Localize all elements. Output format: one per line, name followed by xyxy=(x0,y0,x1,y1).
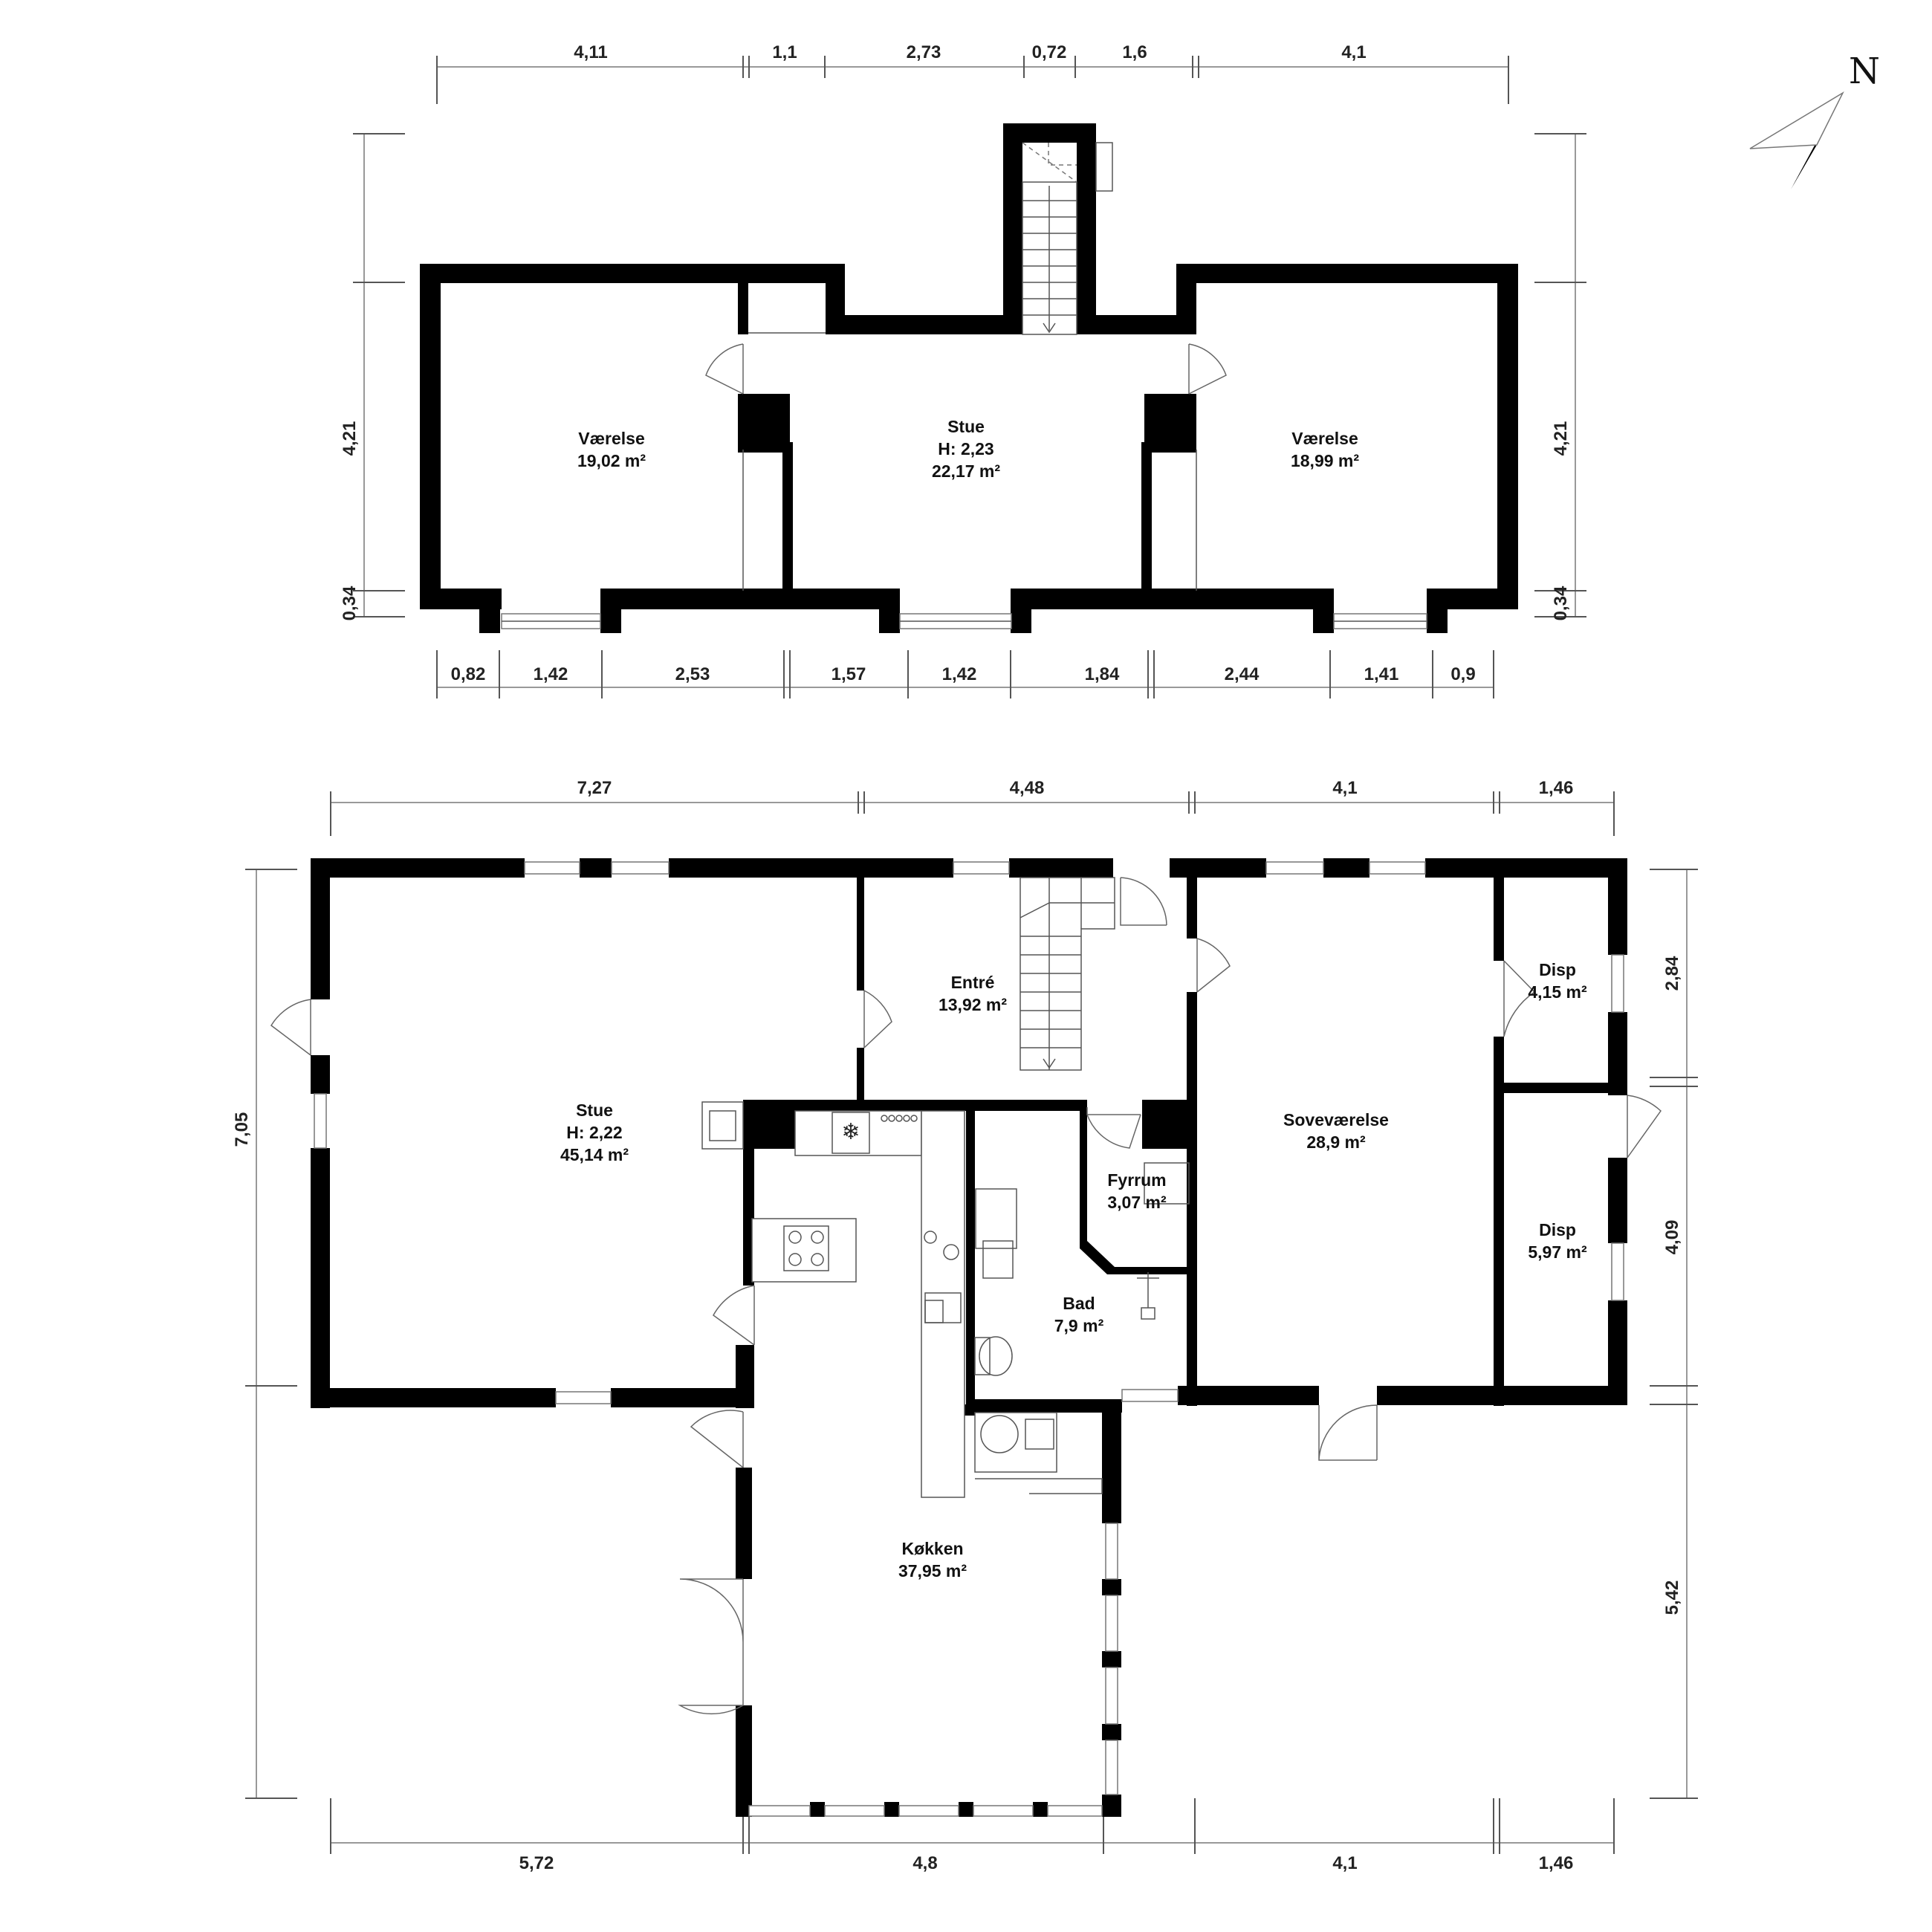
room-name: Stue xyxy=(576,1100,613,1120)
dim-label: 5,42 xyxy=(1662,1581,1682,1615)
room-name: Disp xyxy=(1539,1220,1576,1239)
bath-fixtures xyxy=(974,1162,1190,1494)
upper-dims-left: 4,21 0,34 xyxy=(340,133,405,620)
north-arrow-icon: N xyxy=(1749,51,1880,189)
dim-label: 1,46 xyxy=(1539,1853,1574,1873)
dim-label: 0,82 xyxy=(451,664,486,684)
upper-stairs xyxy=(1022,142,1113,335)
dim-label: 2,84 xyxy=(1662,956,1682,991)
water-heater-icon xyxy=(1137,1272,1159,1320)
room-name: Entré xyxy=(951,973,995,992)
sink-icon xyxy=(982,1240,1014,1279)
upper-dims-bottom: 0,82 1,42 2,53 1,57 1,42 1,84 2,44 1,41 … xyxy=(436,650,1494,698)
ground-dims-top: 7,27 4,48 4,1 1,46 xyxy=(330,778,1615,836)
room-height: H: 2,22 xyxy=(566,1123,622,1142)
ground-walls xyxy=(311,858,1627,1817)
room-name: Soveværelse xyxy=(1283,1110,1389,1129)
dim-label: 1,41 xyxy=(1364,664,1399,684)
room-area: 13,92 m² xyxy=(939,995,1007,1014)
dim-label: 2,53 xyxy=(675,664,710,684)
room-area: 3,07 m² xyxy=(1107,1193,1167,1212)
ground-dims-bottom: 5,72 4,8 4,1 1,46 xyxy=(330,1798,1615,1873)
ground-dims-left: 7,05 xyxy=(232,869,297,1799)
room-area: 5,97 m² xyxy=(1528,1242,1587,1262)
upper-windows xyxy=(501,613,1427,629)
dim-label: 0,34 xyxy=(340,586,360,620)
dim-label: 4,1 xyxy=(1341,42,1366,62)
dim-label: 4,1 xyxy=(1332,778,1357,798)
room-area: 28,9 m² xyxy=(1306,1132,1366,1152)
dim-label: 1,57 xyxy=(832,664,866,684)
room-area: 7,9 m² xyxy=(1054,1316,1104,1335)
dim-label: 7,27 xyxy=(577,778,612,798)
room-name: Bad xyxy=(1063,1294,1095,1313)
dim-label: 4,21 xyxy=(340,421,360,456)
dim-label: 0,34 xyxy=(1551,586,1571,620)
dim-label: 7,05 xyxy=(232,1112,252,1147)
ground-room-labels: Stue H: 2,22 45,14 m² Entré 13,92 m² Sov… xyxy=(560,960,1587,1581)
fireplace-icon xyxy=(701,1101,744,1150)
dim-label: 0,9 xyxy=(1450,664,1475,684)
dim-label: 4,11 xyxy=(574,42,607,62)
toilet-icon xyxy=(979,1336,1013,1376)
kitchen-fixtures: ❄ xyxy=(701,1101,965,1498)
upper-walls xyxy=(420,123,1518,633)
dim-label: 4,09 xyxy=(1662,1220,1682,1255)
cooktop-icon xyxy=(783,1225,829,1271)
dim-label: 2,44 xyxy=(1225,664,1260,684)
upper-dims-top: 4,11 1,1 2,73 0,72 1,6 4,1 xyxy=(436,42,1509,104)
dim-label: 5,72 xyxy=(519,1853,554,1873)
room-area: 22,17 m² xyxy=(932,461,1000,481)
room-name: Værelse xyxy=(578,429,645,448)
dim-label: 1,1 xyxy=(772,42,797,62)
dishwasher-icon xyxy=(924,1231,937,1244)
upper-dims-right: 4,21 0,34 xyxy=(1534,133,1586,620)
ground-stairs xyxy=(1020,877,1115,1071)
room-area: 37,95 m² xyxy=(898,1561,967,1581)
dim-label: 0,72 xyxy=(1032,42,1067,62)
dim-label: 1,42 xyxy=(534,664,568,684)
dim-label: 1,84 xyxy=(1085,664,1120,684)
dim-label: 1,46 xyxy=(1539,778,1574,798)
room-area: 45,14 m² xyxy=(560,1145,629,1164)
room-area: 4,15 m² xyxy=(1528,982,1587,1002)
dim-label: 1,6 xyxy=(1122,42,1147,62)
washer-icon xyxy=(980,1415,1019,1453)
upper-doors xyxy=(705,332,1227,591)
ground-dims-right: 2,84 4,09 5,42 xyxy=(1650,869,1698,1799)
north-label: N xyxy=(1849,51,1880,92)
ground-floor-plan: 7,27 4,48 4,1 1,46 5,72 4,8 4,1 1,46 xyxy=(232,778,1698,1873)
room-name: Køkken xyxy=(901,1539,963,1558)
room-name: Disp xyxy=(1539,960,1576,979)
freezer-icon xyxy=(832,1112,870,1154)
upper-floor-plan: 4,11 1,1 2,73 0,72 1,6 4,1 4,21 0,34 4,2… xyxy=(340,42,1586,698)
dim-label: 2,73 xyxy=(907,42,941,62)
ground-windows xyxy=(314,861,1624,1817)
room-name: Stue xyxy=(947,417,985,436)
dim-label: 1,42 xyxy=(942,664,977,684)
dim-label: 4,1 xyxy=(1332,1853,1357,1873)
dim-label: 4,21 xyxy=(1551,421,1571,456)
room-area: 18,99 m² xyxy=(1291,451,1359,470)
room-name: Værelse xyxy=(1291,429,1358,448)
room-area: 19,02 m² xyxy=(577,451,646,470)
room-name: Fyrrum xyxy=(1107,1170,1166,1190)
dim-label: 4,48 xyxy=(1010,778,1045,798)
room-height: H: 2,23 xyxy=(938,439,993,458)
dim-label: 4,8 xyxy=(912,1853,937,1873)
svg-text:❄: ❄ xyxy=(841,1119,860,1145)
ground-doors xyxy=(270,877,1662,1715)
upper-room-labels: Værelse 19,02 m² Stue H: 2,23 22,17 m² V… xyxy=(577,417,1359,481)
